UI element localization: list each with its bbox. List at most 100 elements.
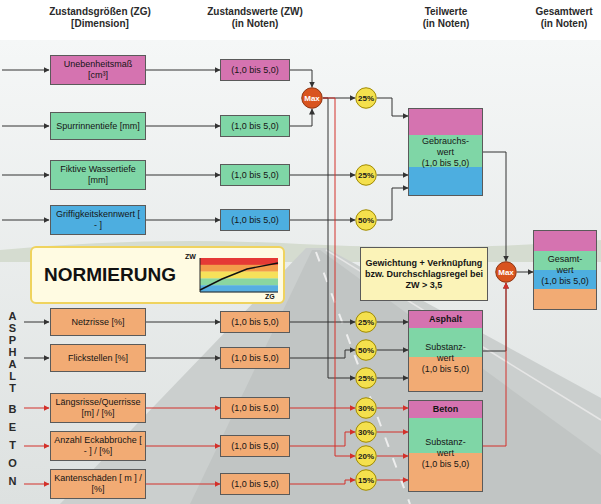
node-text: (1,0 bis 5,0) <box>231 441 279 452</box>
panel-title: NORMIERUNG <box>44 264 176 286</box>
chart-axes <box>200 258 278 292</box>
circle-outline <box>356 446 377 467</box>
connector <box>323 98 355 378</box>
state-value-box: (1,0 bis 5,0) <box>220 115 290 137</box>
axis-label: ZG <box>265 292 275 301</box>
weight-circle: 25% <box>355 87 377 109</box>
state-value-box: (1,0 bis 5,0) <box>220 209 290 231</box>
node-text: (1,0 bis 5,0) <box>231 121 279 132</box>
circle-outline <box>356 312 377 333</box>
connector <box>146 70 220 71</box>
connector <box>290 350 355 358</box>
circle-outline <box>356 88 377 109</box>
node-text: (1,0 bis 5,0) <box>231 170 279 181</box>
normalization-curve <box>200 263 278 290</box>
connector <box>146 446 220 447</box>
node-text: Unebenheitsmaß [cm³] <box>54 59 142 81</box>
state-value-box: (1,0 bis 5,0) <box>220 311 290 333</box>
connector <box>146 175 220 176</box>
node-text: Kantenschäden [ m ] / [%] <box>54 473 142 495</box>
node-text: 25% <box>358 318 374 327</box>
state-value-box: (1,0 bis 5,0) <box>220 347 290 369</box>
state-value-box: (1,0 bis 5,0) <box>220 397 290 419</box>
state-variable-box: Unebenheitsmaß [cm³] <box>50 55 146 85</box>
column-heading: Zustandswerte (ZW) (in Noten) <box>203 6 307 30</box>
weight-circle: 25% <box>355 311 377 333</box>
connector <box>483 152 506 261</box>
node-text: Max <box>498 268 514 277</box>
state-variable-box: Längsrisse/Querrisse [m] / [%] <box>50 393 146 423</box>
weight-circle: 30% <box>355 421 377 443</box>
node-text: (1,0 bis 5,0) <box>541 276 589 287</box>
node-text: Griffigkeitskennwert [ - ] <box>54 209 142 231</box>
grade-band <box>200 258 278 265</box>
node-text: 25% <box>358 374 374 383</box>
column-heading: Zustandsgrößen (ZG) [Dimension] <box>44 6 156 30</box>
node-text: 30% <box>358 428 374 437</box>
connector <box>483 283 506 446</box>
node-text: 50% <box>358 346 374 355</box>
state-variable-box: Fiktive Wassertiefe [mm] <box>50 160 146 190</box>
connector <box>290 109 312 126</box>
node-text: Flickstellen [%] <box>68 353 128 364</box>
connector <box>377 456 408 457</box>
node-text: 30% <box>358 404 374 413</box>
sky <box>0 40 601 504</box>
circle-outline <box>356 398 377 419</box>
node-text: 15% <box>358 476 374 485</box>
section-letters: BETON <box>7 400 18 490</box>
grade-band <box>200 285 278 292</box>
connector <box>377 175 408 176</box>
node-text: (1,0 bis 5,0) <box>231 215 279 226</box>
substance-value-box: AsphaltSubstanz- wert(1,0 bis 5,0) <box>408 310 483 392</box>
node-text: Gewichtung + Verknüpfung bzw. Durchschla… <box>364 258 484 291</box>
connector <box>377 350 408 351</box>
node-text: 50% <box>358 216 374 225</box>
weight-circle: 25% <box>355 367 377 389</box>
state-value-box: (1,0 bis 5,0) <box>220 473 290 495</box>
node-text: (1,0 bis 5,0) <box>422 158 470 169</box>
node-text: Netzrisse [%] <box>71 317 124 328</box>
state-variable-box: Kantenschäden [ m ] / [%] <box>50 469 146 499</box>
axis-label: ZW <box>185 252 196 261</box>
connector <box>377 98 408 116</box>
node-text: Gebrauchs- wert <box>421 136 471 158</box>
connector <box>377 188 408 220</box>
input-arrow <box>24 408 49 409</box>
input-arrow <box>24 322 49 323</box>
connector <box>517 272 533 273</box>
connector <box>377 378 408 379</box>
connector <box>377 408 408 409</box>
connector <box>290 220 355 221</box>
node-text: Substanz- wert <box>421 342 471 364</box>
connector <box>377 480 408 481</box>
circle-outline <box>302 88 323 109</box>
node-text: 25% <box>358 94 374 103</box>
partial-value-box: Gebrauchs- wert(1,0 bis 5,0) <box>408 108 483 196</box>
circle-outline <box>356 340 377 361</box>
node-text: 25% <box>358 171 374 180</box>
connector <box>290 175 355 176</box>
node-text: Fiktive Wassertiefe [mm] <box>54 164 142 186</box>
connector <box>146 484 220 485</box>
connector <box>290 322 355 323</box>
state-variable-box: Griffigkeitskennwert [ - ] <box>50 205 146 235</box>
weight-circle: 25% <box>355 164 377 186</box>
connector <box>290 480 355 484</box>
node-text: (1,0 bis 5,0) <box>231 353 279 364</box>
connector <box>290 408 355 409</box>
column-heading: Gesamtwert (in Noten) <box>531 6 597 30</box>
connector <box>290 432 355 446</box>
connector <box>146 358 220 359</box>
state-value-box: (1,0 bis 5,0) <box>220 164 290 186</box>
node-text: Substanz- wert <box>421 437 471 459</box>
node-text: 20% <box>358 452 374 461</box>
connector <box>290 70 312 87</box>
node-text: (1,0 bis 5,0) <box>422 364 470 375</box>
connector <box>146 322 220 323</box>
section-letters: ASPHALT <box>7 310 18 394</box>
node-text: Spurrinnentiefe [mm] <box>56 121 140 132</box>
weight-circle: 50% <box>355 339 377 361</box>
connector <box>146 408 220 409</box>
